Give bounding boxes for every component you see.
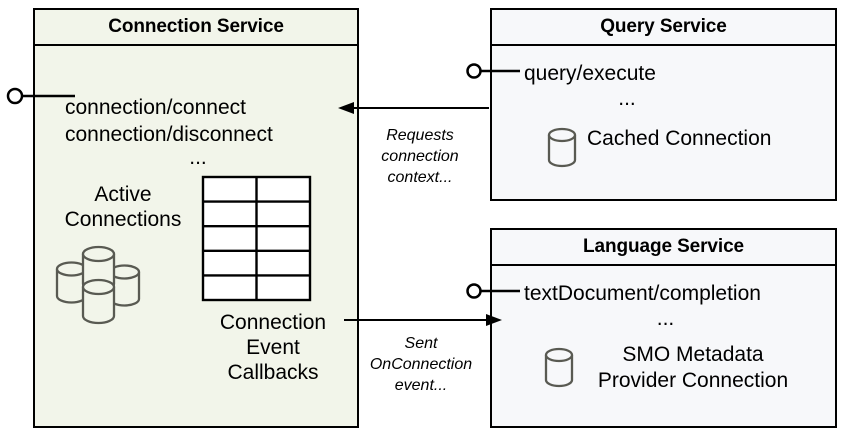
edge-label-line: event... <box>394 377 448 394</box>
component-body-query-service: query/execute ... Cached Connection <box>492 46 835 199</box>
connection-event-callbacks-caption-line1: Connection <box>219 311 327 334</box>
operation-connection-connect[interactable]: connection/connect <box>65 96 246 119</box>
component-body-language-service: textDocument/completion ... SMO Metadata… <box>492 266 835 426</box>
arrow-connection-to-language <box>344 314 502 326</box>
component-connection-service[interactable]: Connection Service connection/connect co… <box>33 8 359 428</box>
component-title-query-service: Query Service <box>492 10 835 46</box>
smo-metadata-label-line1: SMO Metadata <box>622 343 764 366</box>
edge-label-line: Sent <box>404 335 438 352</box>
active-connections-caption-line1: Active <box>94 183 152 206</box>
cached-connection-label: Cached Connection <box>587 127 772 150</box>
component-title-connection-service: Connection Service <box>35 10 357 46</box>
operation-textdocument-completion[interactable]: textDocument/completion <box>524 282 761 305</box>
component-query-service[interactable]: Query Service query/execute ... Cached C… <box>490 8 837 201</box>
operation-connection-disconnect[interactable]: connection/disconnect <box>65 123 273 146</box>
smo-metadata-label-line2: Provider Connection <box>597 369 789 392</box>
component-language-service[interactable]: Language Service textDocument/completion… <box>490 228 837 428</box>
arrow-query-to-connection <box>338 102 489 114</box>
connection-event-callbacks-caption-line3: Callbacks <box>227 361 319 384</box>
active-connections-caption-line2: Connections <box>64 208 182 231</box>
operations-ellipsis-connection-service: ... <box>189 146 207 169</box>
edge-label-line: connection <box>381 148 459 165</box>
component-title-language-service: Language Service <box>492 230 835 266</box>
component-body-connection-service: connection/connect connection/disconnect… <box>35 46 357 426</box>
edge-label-line: Requests <box>386 127 454 144</box>
edge-label-connection-to-language: Sent OnConnection event... <box>355 333 487 396</box>
edge-label-line: OnConnection <box>369 356 473 373</box>
operations-ellipsis-language-service: ... <box>656 307 675 330</box>
edge-label-line: context... <box>387 169 453 186</box>
operations-ellipsis-query-service: ... <box>618 87 636 110</box>
connection-event-callbacks-caption-line2: Event <box>246 336 300 359</box>
operation-query-execute[interactable]: query/execute <box>524 62 656 85</box>
edge-label-query-to-connection: Requests connection context... <box>360 125 480 188</box>
